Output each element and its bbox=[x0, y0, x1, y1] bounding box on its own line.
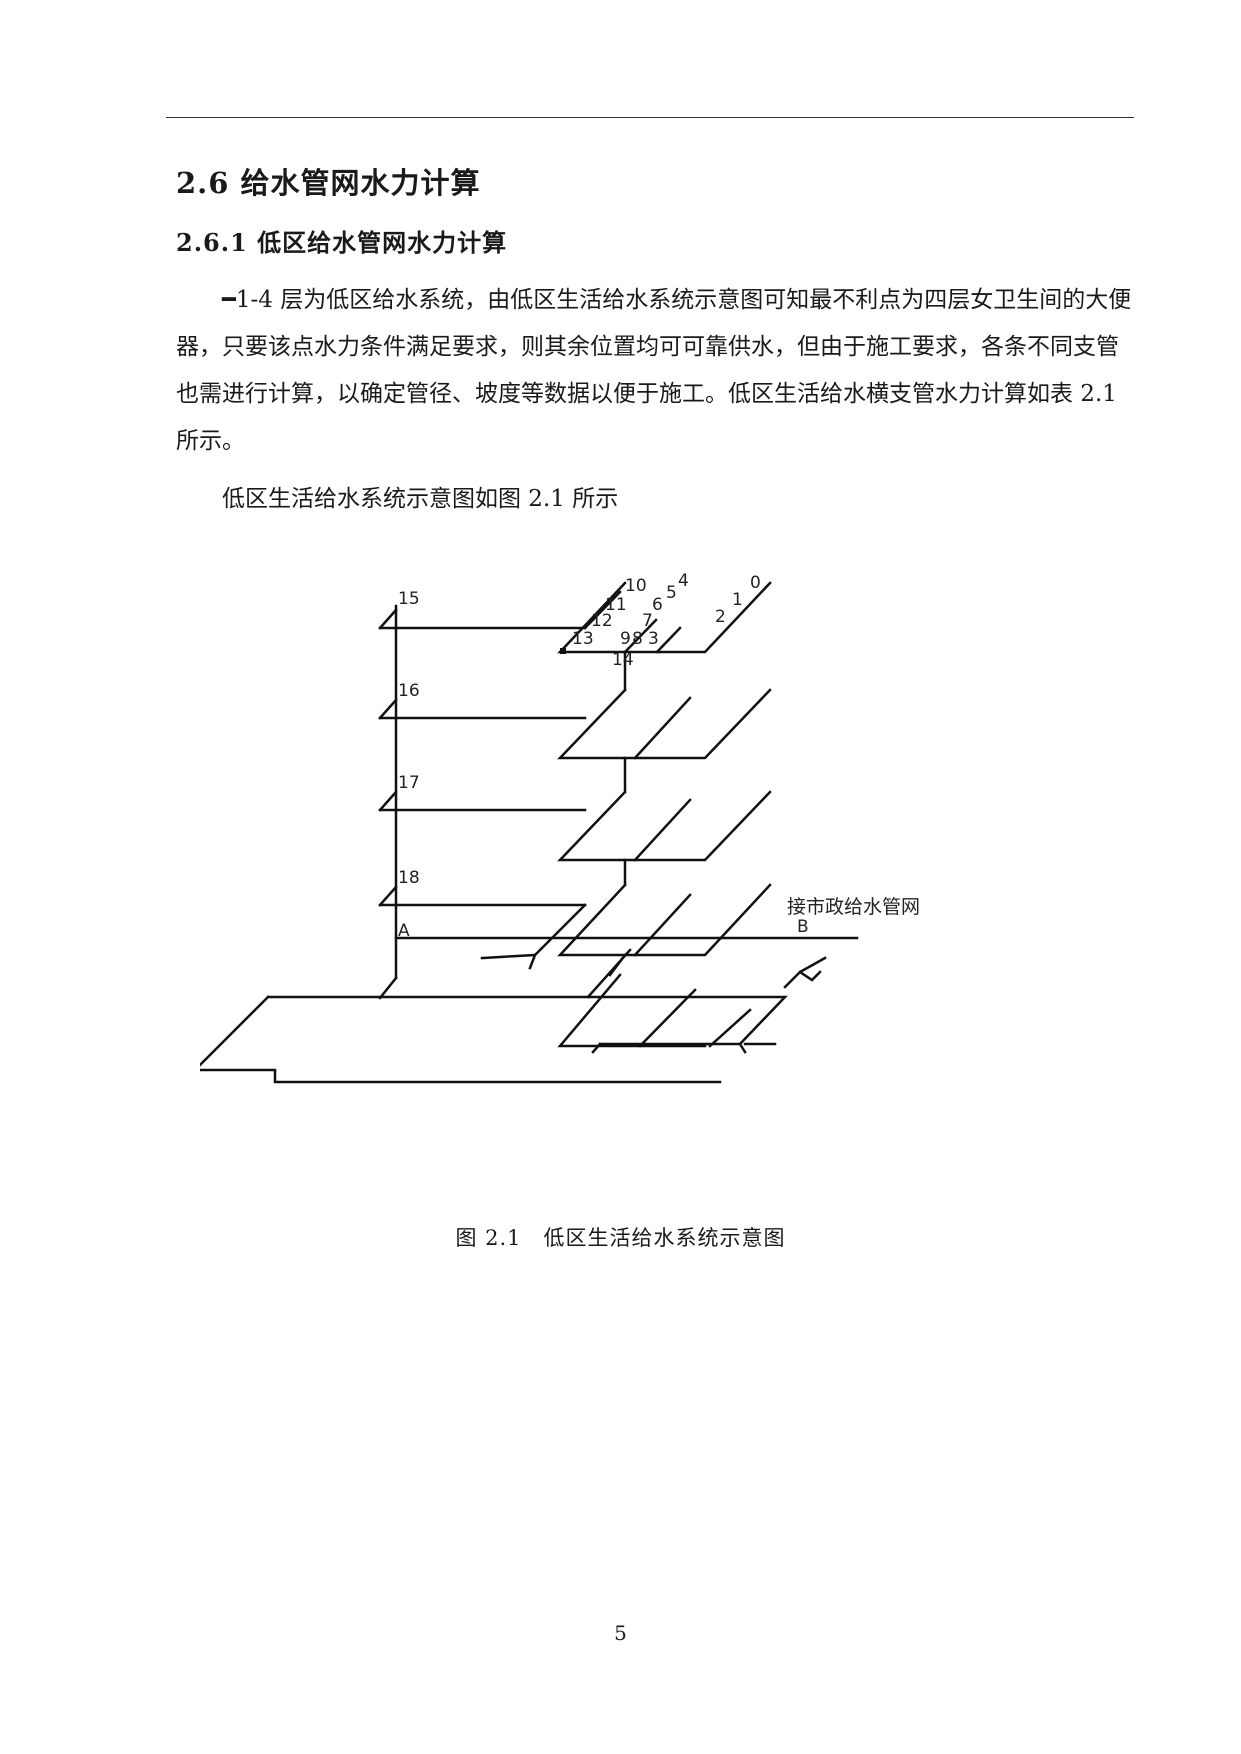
diagram-svg: 10 11 12 13 9 8 3 14 7 6 5 4 0 1 2 15 16… bbox=[200, 571, 920, 1084]
connection-label: 接市政给水管网 bbox=[787, 896, 920, 918]
node-label-18: 18 bbox=[398, 868, 420, 888]
node-label-5: 5 bbox=[666, 583, 677, 603]
node-label-1: 1 bbox=[732, 590, 743, 610]
lead-mark: ━ bbox=[222, 286, 236, 313]
pipe-floor-4 bbox=[557, 581, 772, 654]
node-label-a: A bbox=[398, 921, 410, 941]
pipe-floor-3 bbox=[557, 688, 772, 760]
node-label-10: 10 bbox=[625, 576, 647, 596]
subsection-heading: 2.6.1 低区给水管网水力计算 bbox=[176, 228, 508, 257]
water-supply-diagram: 10 11 12 13 9 8 3 14 7 6 5 4 0 1 2 15 16… bbox=[200, 570, 980, 1210]
pipe-ground-floor bbox=[557, 973, 707, 1048]
node-label-13: 13 bbox=[572, 629, 594, 649]
node-label-6: 6 bbox=[652, 595, 663, 615]
node-label-15: 15 bbox=[398, 589, 420, 609]
basement-loop bbox=[200, 995, 722, 1084]
node-label-8: 8 bbox=[632, 629, 643, 649]
paragraph-1: ━1-4 层为低区给水系统，由低区生活给水系统示意图可知最不利点为四层女卫生间的… bbox=[176, 276, 1134, 465]
section-heading: 2.6 给水管网水力计算 bbox=[176, 166, 481, 200]
node-label-3: 3 bbox=[648, 629, 659, 649]
node-label-7: 7 bbox=[642, 611, 653, 631]
node-label-17: 17 bbox=[398, 773, 420, 793]
branch-18 bbox=[378, 885, 587, 907]
page-number: 5 bbox=[614, 1621, 627, 1645]
node-label-14: 14 bbox=[612, 650, 634, 670]
figure-caption: 图 2.1 低区生活给水系统示意图 bbox=[455, 1226, 786, 1250]
node-label-12: 12 bbox=[591, 611, 613, 631]
paragraph-1-text: 1-4 层为低区给水系统，由低区生活给水系统示意图可知最不利点为四层女卫生间的大… bbox=[176, 287, 1132, 454]
branch-15 bbox=[378, 608, 587, 630]
node-label-9: 9 bbox=[620, 629, 631, 649]
node-label-16: 16 bbox=[398, 681, 420, 701]
node-label-0: 0 bbox=[750, 573, 761, 593]
node-label-11: 11 bbox=[605, 595, 627, 615]
node-label-4: 4 bbox=[678, 571, 689, 591]
pipe-floor-1 bbox=[557, 883, 772, 957]
node-label-b: B bbox=[797, 917, 809, 937]
node-label-2: 2 bbox=[715, 607, 726, 627]
pipe-floor-2 bbox=[557, 790, 772, 862]
header-rule bbox=[166, 117, 1134, 118]
valve-marker bbox=[560, 648, 566, 654]
branch-17 bbox=[378, 790, 587, 812]
paragraph-2-text: 低区生活给水系统示意图如图 2.1 所示 bbox=[222, 486, 619, 512]
branch-16 bbox=[378, 698, 587, 720]
paragraph-2: 低区生活给水系统示意图如图 2.1 所示 bbox=[176, 476, 1134, 523]
